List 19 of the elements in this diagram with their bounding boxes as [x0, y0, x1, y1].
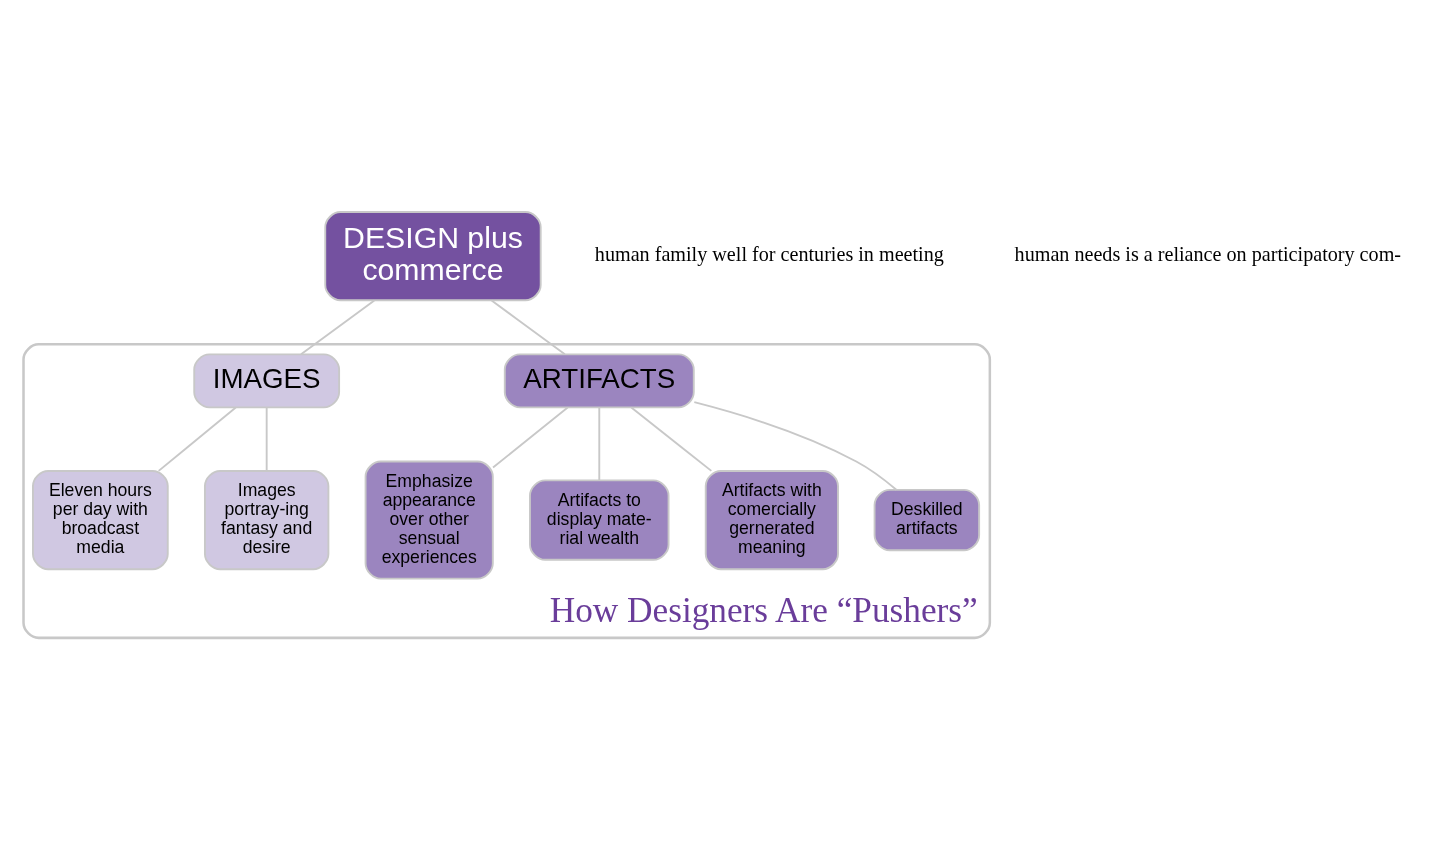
node-box: Images portray-ing fantasy and desire [204, 469, 330, 570]
connector [598, 406, 601, 481]
connector [492, 406, 569, 468]
label: human needs is a reliance on participatory com- [1014, 242, 1402, 265]
connector [265, 406, 268, 472]
connector [630, 406, 713, 472]
node-box: DESIGN plus commerce [324, 210, 542, 301]
node-box: Emphasize appearance over other sensual experiences [364, 460, 494, 580]
label: human family well for centuries in meeting [594, 242, 944, 265]
connector [490, 299, 566, 355]
node-box: Deskilled artifacts [873, 488, 981, 551]
connector [300, 299, 376, 355]
node-box: IMAGES [193, 352, 341, 408]
node-box: Eleven hours per day with broadcast media [32, 469, 169, 570]
node-box: Artifacts to display mate-rial wealth [529, 478, 670, 561]
node-box: Artifacts with comercially gernerated meaning [704, 469, 839, 570]
connector [157, 406, 237, 472]
connector [693, 400, 898, 491]
node-box: ARTIFACTS [503, 352, 695, 408]
